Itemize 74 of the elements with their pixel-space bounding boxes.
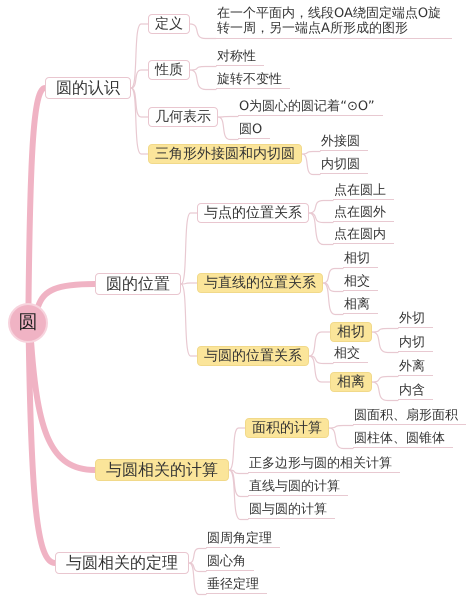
- branch-line: [371, 381, 399, 402]
- branch-line: [188, 562, 207, 572]
- branch-text: 点在圆内: [333, 228, 394, 244]
- branch-line: [188, 562, 207, 596]
- highlighted-topic-box: 与直线的位置关系: [197, 273, 323, 294]
- topic-box: 圆的位置: [95, 273, 181, 296]
- branch-line: [322, 282, 344, 316]
- branch-text: 垂径定理: [206, 578, 267, 594]
- branch-text: O为圆心的圆记着“⊙O”: [238, 100, 383, 116]
- topic-box: 性质: [148, 60, 190, 80]
- branch-text: 相离: [343, 298, 378, 314]
- branch-text: 旋转不变性: [216, 72, 290, 90]
- branch-text: 圆柱体、圆锥体: [353, 432, 453, 448]
- branch-text: 内含: [398, 384, 433, 400]
- branch-line: [308, 200, 334, 214]
- branch-line: [328, 424, 354, 429]
- branch-line: [328, 427, 354, 450]
- branch-line: [228, 469, 249, 498]
- branch-line: [371, 331, 399, 354]
- branch-line: [308, 355, 331, 383]
- branch-line: [189, 69, 217, 90]
- branch-text: 在一个平面内，线段OA绕固定端点O旋转一周，另一端点A所形成的图形: [216, 7, 452, 39]
- highlighted-topic-box: 与圆的位置关系: [197, 346, 309, 366]
- branch-line: [180, 212, 198, 285]
- branch-line: [228, 427, 246, 471]
- branch-text: 圆O: [238, 122, 270, 140]
- branch-text: 圆心角: [206, 554, 254, 572]
- highlighted-topic-box: 面积的计算: [245, 418, 329, 438]
- branch-line: [228, 469, 249, 520]
- branch-text: 相交: [333, 346, 368, 364]
- branch-text: 相切: [343, 252, 378, 268]
- branch-line: [180, 283, 198, 357]
- branch-line: [130, 87, 149, 118]
- branch-line: [308, 355, 334, 364]
- branch-text: 内切: [398, 336, 433, 352]
- branch-text: 内切圆: [320, 158, 368, 174]
- branch-line: [301, 150, 321, 155]
- highlighted-topic-box: 与圆相关的计算: [95, 459, 229, 482]
- branch-line: [130, 69, 149, 89]
- branch-line: [130, 23, 149, 89]
- topic-box: 与点的位置关系: [197, 203, 309, 224]
- branch-text: 外切: [398, 312, 433, 328]
- branch-line: [217, 116, 239, 140]
- branch-line: [228, 469, 249, 474]
- branch-text: 外接圆: [320, 134, 368, 152]
- branch-text: 相交: [343, 274, 378, 292]
- branch-text: 直线与圆的计算: [248, 480, 348, 496]
- topic-box: 几何表示: [148, 107, 218, 128]
- topic-box: 定义: [148, 14, 190, 34]
- branch-line: [322, 282, 344, 292]
- highlighted-topic-box: 相离: [330, 372, 372, 392]
- branch-text: 圆与圆的计算: [248, 502, 335, 520]
- branch-text: 正多边形与圆的相关计算: [248, 456, 400, 474]
- branch-text: 点在圆上: [333, 184, 394, 200]
- branch-line: [308, 212, 334, 246]
- branch-line: [188, 548, 207, 564]
- branch-text: 点在圆外: [333, 206, 394, 222]
- branch-line: [308, 331, 331, 357]
- center-circle: 圆: [8, 303, 48, 343]
- branch-line: [189, 23, 217, 40]
- branch-line: [130, 87, 149, 155]
- branch-line: [180, 282, 198, 285]
- topic-box: 与圆相关的定理: [55, 552, 189, 574]
- branch-text: 圆周角定理: [206, 532, 280, 548]
- highlighted-topic-box: 相切: [330, 322, 372, 342]
- branch-line: [217, 116, 239, 118]
- highlighted-topic-box: 三角形外接圆和内切圆: [148, 144, 302, 164]
- branch-line: [301, 153, 321, 176]
- branch-line: [322, 268, 344, 284]
- topic-box: 圆的认识: [45, 77, 131, 100]
- branch-line: [308, 212, 334, 224]
- branch-text: 外离: [398, 360, 433, 376]
- branch-text: 对称性: [216, 50, 264, 66]
- branch-text: 圆面积、扇形面积: [353, 408, 466, 426]
